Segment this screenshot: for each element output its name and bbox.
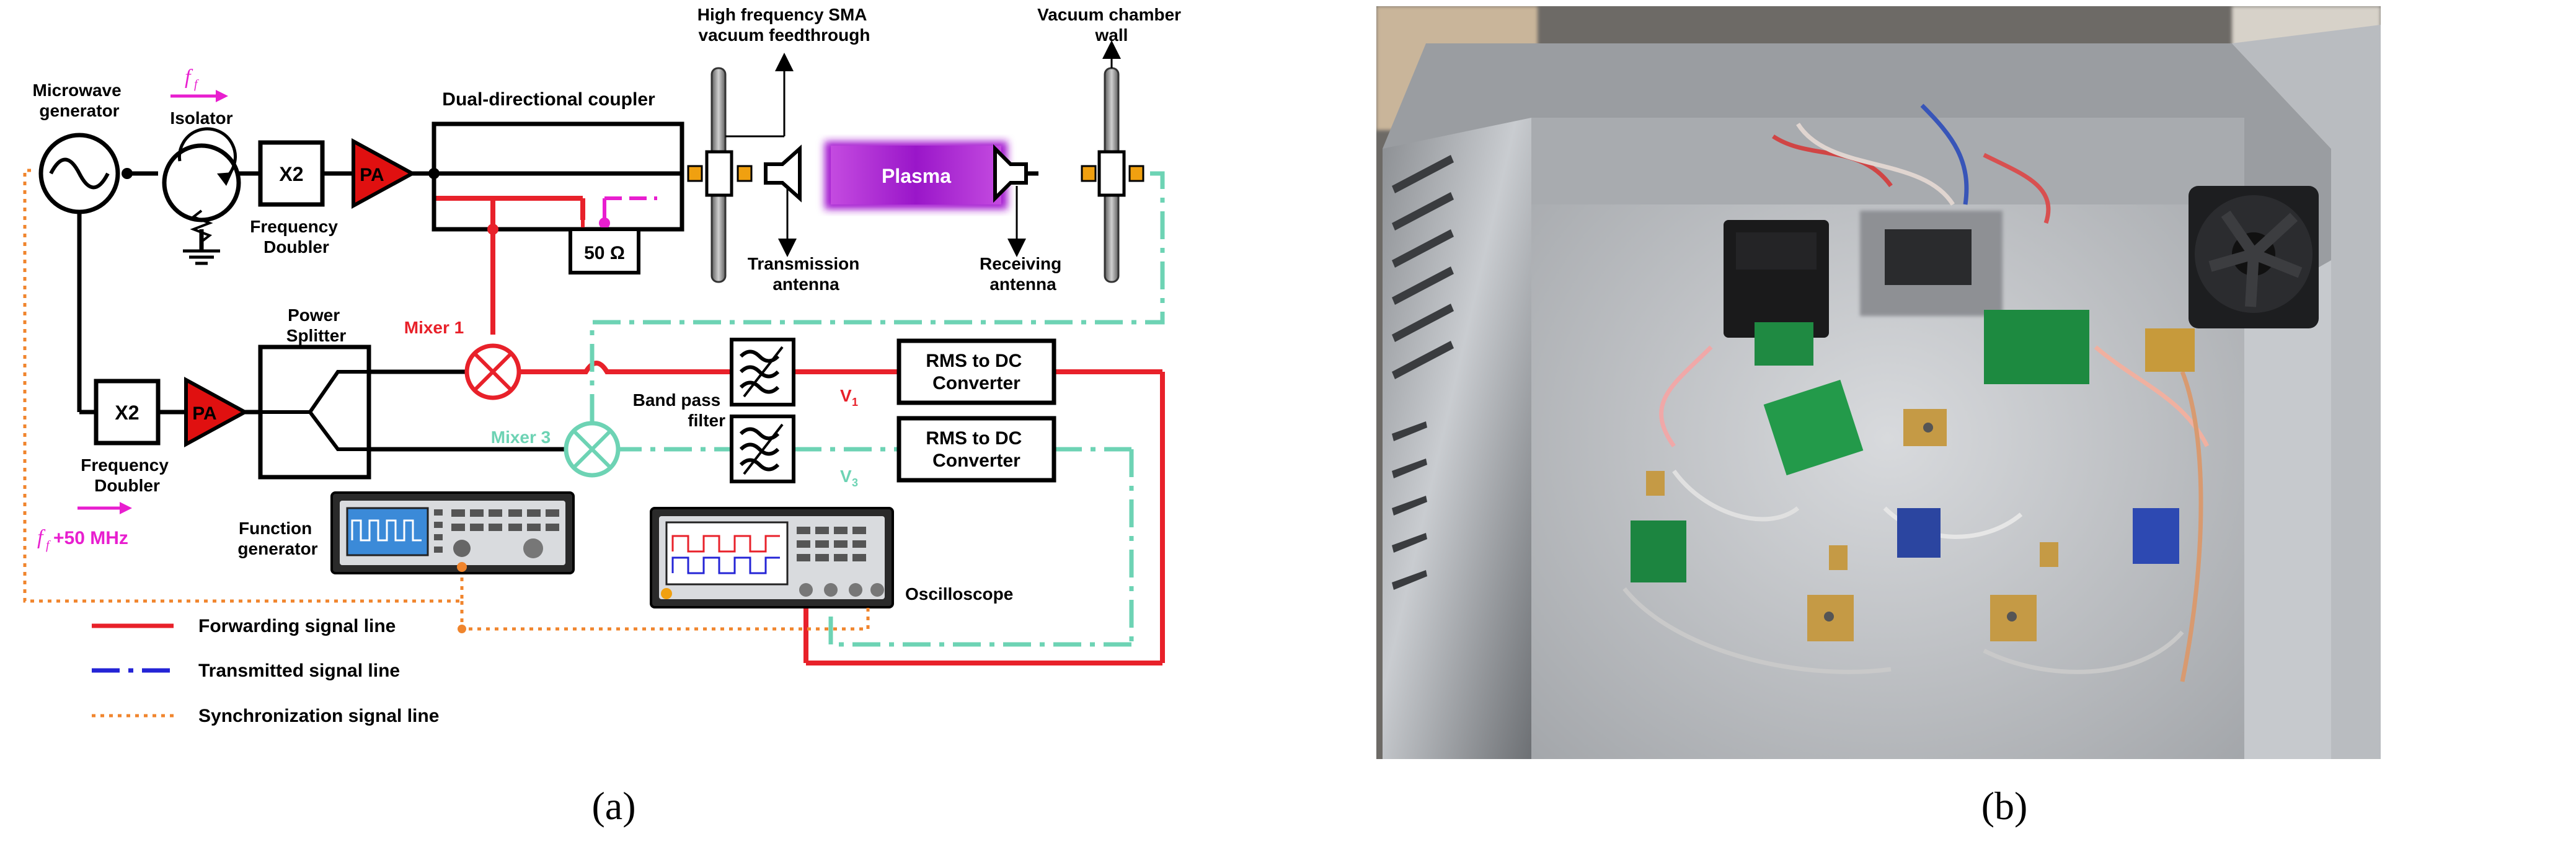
svg-text:PA: PA xyxy=(192,403,216,424)
svg-text:3: 3 xyxy=(852,477,858,489)
svg-text:1: 1 xyxy=(852,396,858,408)
svg-text:X2: X2 xyxy=(115,402,139,424)
mixer-1-label: Mixer 1 xyxy=(404,318,464,337)
power-amplifier-top: PA xyxy=(352,138,440,209)
svg-text:Transmitted signal line: Transmitted signal line xyxy=(198,661,400,681)
vacuum-chamber-wall-label: Vacuum chamber wall xyxy=(1037,5,1186,45)
oscilloscope-label: Oscilloscope xyxy=(905,584,1013,604)
svg-text:PA: PA xyxy=(360,165,384,185)
svg-text:X2: X2 xyxy=(279,163,303,185)
legend: Forwarding signal line Transmitted signa… xyxy=(92,616,439,726)
sync-node xyxy=(458,625,466,633)
band-pass-filter-1 xyxy=(730,338,795,406)
svg-text:V: V xyxy=(840,386,852,405)
legend-item-synchronization: Synchronization signal line xyxy=(92,706,439,726)
black-module xyxy=(1724,220,1829,338)
v1-label: V 1 xyxy=(840,386,858,408)
rms-dc-converter-3: RMS to DC Converter xyxy=(896,416,1056,483)
mixer-1 xyxy=(464,343,521,400)
enclosure-vents xyxy=(1392,155,1454,590)
function-generator-label: Function generator xyxy=(237,519,317,558)
cooling-fan xyxy=(2189,186,2319,328)
band-pass-filter-label: Band pass filter xyxy=(633,390,725,430)
frequency-doubler-bottom: X2 xyxy=(94,379,161,446)
microwave-generator xyxy=(38,133,133,214)
ff-arrow: f f xyxy=(170,66,228,102)
v3-label: V 3 xyxy=(840,467,858,489)
isolator-label: Isolator xyxy=(170,108,232,128)
power-splitter-label: Power Splitter xyxy=(286,305,347,345)
function-generator xyxy=(330,491,575,574)
frequency-doubler-bottom-label: Frequency Doubler xyxy=(81,455,173,495)
svg-text:RMS to DC Converter: RMS to DC Converter xyxy=(926,428,1027,471)
sma-feedthrough xyxy=(687,53,802,283)
dual-directional-coupler: 50 Ω xyxy=(432,121,684,274)
svg-text:Synchronization signal line: Synchronization signal line xyxy=(198,706,439,726)
mixer-3-label: Mixer 3 xyxy=(491,428,551,447)
forwarding-lines xyxy=(434,196,1165,665)
svg-text:V: V xyxy=(840,467,852,486)
receiving-antenna xyxy=(993,144,1028,257)
band-pass-filter-3 xyxy=(730,415,795,483)
green-pcbs xyxy=(1631,310,2195,582)
panel-a-caption: (a) xyxy=(591,784,635,828)
power-amplifier-bottom: PA xyxy=(184,376,249,448)
power-splitter xyxy=(258,345,371,480)
ff-50mhz-label: f f +50 MHz xyxy=(37,502,132,552)
frequency-doubler-top: X2 xyxy=(258,140,325,207)
sma-feedthrough-label: High frequency SMA vacuum feedthrough xyxy=(697,5,872,45)
mixer-3 xyxy=(564,421,621,478)
rms-dc-converter-1: RMS to DC Converter xyxy=(896,338,1056,405)
panel-b-photo: (b) xyxy=(1376,6,2381,828)
svg-text:+50 MHz: +50 MHz xyxy=(53,528,128,548)
svg-text:RMS to DC Converter: RMS to DC Converter xyxy=(926,351,1027,393)
svg-text:f: f xyxy=(46,538,51,552)
vacuum-chamber-wall xyxy=(1081,40,1144,283)
screws xyxy=(1824,423,2017,621)
oscilloscope xyxy=(650,507,894,608)
transmission-antenna-label: Transmission antenna xyxy=(748,254,864,294)
legend-item-forwarding: Forwarding signal line xyxy=(92,616,396,636)
dual-directional-coupler-label: Dual-directional coupler xyxy=(442,89,655,110)
panel-b-caption: (b) xyxy=(1981,784,2028,828)
panel-a: Microwave generator f f Isolator X2 Fr xyxy=(23,5,1186,828)
sync-lines xyxy=(23,169,870,631)
microwave-generator-label: Microwave generator xyxy=(33,81,126,120)
blue-couplers xyxy=(1897,508,2179,564)
svg-text:f: f xyxy=(194,77,199,91)
svg-text:f: f xyxy=(37,526,46,549)
plasma: Plasma xyxy=(825,141,1007,209)
svg-text:50 Ω: 50 Ω xyxy=(584,243,625,263)
svg-text:f: f xyxy=(185,66,193,89)
svg-text:Forwarding signal line: Forwarding signal line xyxy=(198,616,396,636)
frequency-doubler-top-label: Frequency Doubler xyxy=(250,217,342,257)
receiving-antenna-label: Receiving antenna xyxy=(980,254,1066,294)
svg-text:Plasma: Plasma xyxy=(882,165,951,187)
legend-item-transmitted: Transmitted signal line xyxy=(92,661,400,681)
isolator xyxy=(162,127,241,265)
